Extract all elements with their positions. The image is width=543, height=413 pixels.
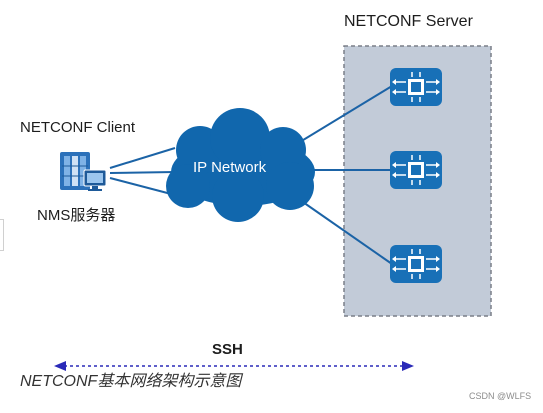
netconf-server-label: NETCONF Server [344, 13, 473, 30]
netconf-client-label: NETCONF Client [20, 119, 136, 136]
server-device-icon-2 [390, 151, 442, 189]
ip-network-cloud [166, 108, 315, 222]
network-to-server-links [289, 85, 393, 265]
watermark: CSDN @WLFS [469, 391, 532, 401]
client-to-network-links [109, 147, 176, 196]
ssh-connection-arrow [54, 361, 414, 371]
ssh-label: SSH [212, 341, 243, 358]
nms-server-label: NMS服务器 [37, 207, 116, 224]
ip-network-label: IP Network [193, 159, 267, 176]
server-device-icon-3 [390, 245, 442, 283]
nms-server-icon [60, 152, 107, 191]
diagram-caption: NETCONF基本网络架构示意图 [20, 373, 242, 390]
left-edge-mark [0, 219, 4, 251]
server-device-icon-1 [390, 68, 442, 106]
